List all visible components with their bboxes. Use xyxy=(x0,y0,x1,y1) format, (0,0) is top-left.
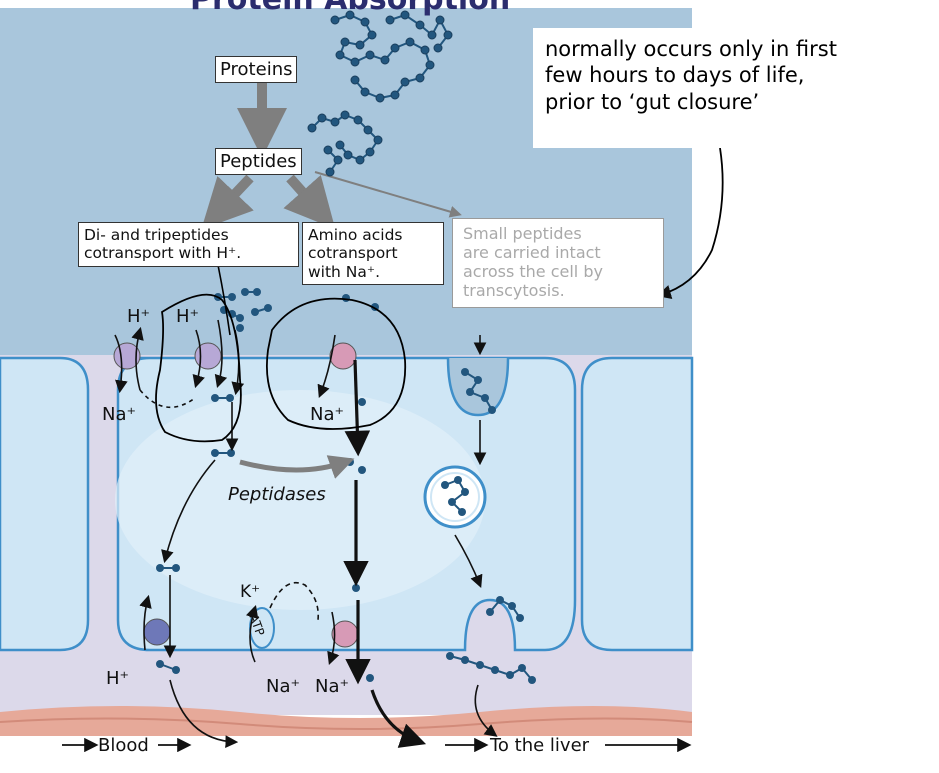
na-ion-label-mid: Na⁺ xyxy=(310,404,344,425)
liver-label: To the liver xyxy=(490,735,590,756)
transporter-aa-na xyxy=(329,342,357,370)
cell-right xyxy=(580,356,694,652)
di-tripeptide-box: Di- and tripeptides cotransport with H⁺. xyxy=(78,222,299,267)
protein-chains xyxy=(307,10,453,177)
peptidases-label: Peptidases xyxy=(228,484,326,505)
amino-acid-box: Amino acids cotransport with Na⁺. xyxy=(302,222,444,285)
transporter-peptide-h xyxy=(194,342,222,370)
annotation-circle-left xyxy=(155,293,242,443)
transporter-basolateral-aa xyxy=(331,620,359,648)
transporter-basolateral-h xyxy=(143,618,171,646)
diagram-title: Protein Absorption xyxy=(190,0,510,17)
transcytosis-box: Small peptides are carried intact across… xyxy=(452,218,664,308)
h-ion-label-1: H⁺ xyxy=(127,306,151,327)
k-ion-label: K⁺ xyxy=(240,582,261,602)
na-ion-label-left: Na⁺ xyxy=(102,404,136,425)
h-ion-label-bottom: H⁺ xyxy=(106,668,130,689)
proteins-box: Proteins xyxy=(215,56,298,84)
peptidase-arrow xyxy=(239,455,355,479)
transport-arrows xyxy=(114,319,498,749)
cell-left xyxy=(0,356,90,652)
annotation-circle-right xyxy=(266,297,407,430)
peptides-box: Peptides xyxy=(215,148,302,176)
na-ion-label-bottom-2: Na⁺ xyxy=(315,676,349,697)
small-peptides xyxy=(156,288,536,684)
blood-label: Blood xyxy=(98,735,149,756)
na-ion-label-bottom-1: Na⁺ xyxy=(266,676,300,697)
gut-closure-note: normally occurs only in first few hours … xyxy=(533,28,923,148)
blood-vessel xyxy=(0,706,692,736)
h-ion-label-2: H⁺ xyxy=(176,306,200,327)
annotation-arrow xyxy=(656,147,724,299)
